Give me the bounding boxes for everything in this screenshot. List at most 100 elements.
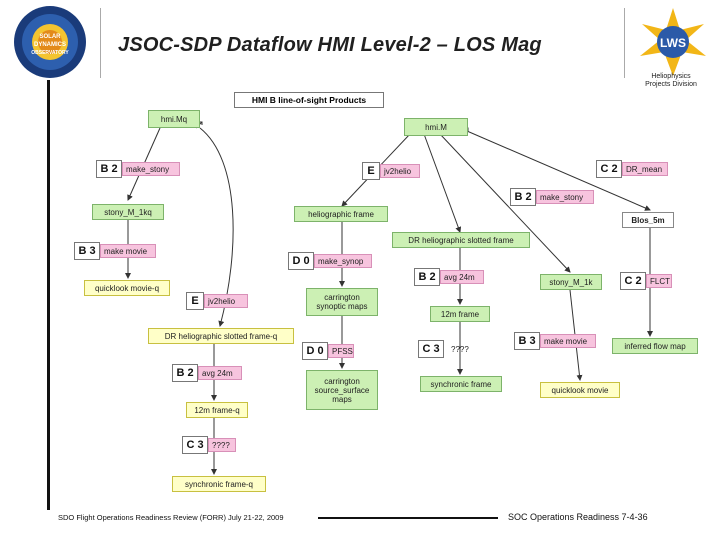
proc-flct-label: FLCT: [650, 276, 670, 286]
proc-make-movie-q: make movie: [100, 244, 156, 258]
arrow-m-stony: [439, 133, 571, 273]
proc-flct: FLCT: [646, 274, 672, 288]
node-stony-m-1kq-label: stony_M_1kq: [104, 207, 152, 217]
node-dr-slotted-q: DR heliographic slotted frame-q: [148, 328, 294, 344]
code-make-movie-text: B 3: [518, 335, 536, 347]
footer-rule: [318, 517, 498, 519]
node-heliographic-frame-label: heliographic frame: [308, 209, 374, 219]
node-12m-frame-q: 12m frame-q: [186, 402, 248, 418]
title-divider-right: [624, 8, 625, 78]
node-stony-m-1k-label: stony_M_1k: [549, 277, 593, 287]
code-flct: C 2: [620, 272, 646, 290]
code-jv2helio-q-text: E: [191, 295, 199, 307]
code-q4-q-text: C 3: [186, 439, 204, 451]
code-jv2helio-text: E: [367, 165, 375, 177]
logo-left-line-2: DYNAMICS: [34, 42, 66, 48]
proc-make-synop-label: make_synop: [318, 256, 364, 266]
node-synchronic-frame-label: synchronic frame: [430, 379, 492, 389]
code-dr-mean: C 2: [596, 160, 622, 178]
node-12m-frame: 12m frame: [430, 306, 490, 322]
arrow-m-blos: [459, 127, 651, 211]
proc-make-stony-label: make_stony: [540, 192, 584, 202]
proc-q4-q: ????: [208, 438, 236, 452]
code-avg24: B 2: [414, 268, 440, 286]
node-12m-frame-label: 12m frame: [440, 309, 480, 319]
code-dr-mean-text: C 2: [600, 163, 618, 175]
proc-pfss: PFSS: [328, 344, 354, 358]
code-make-movie: B 3: [514, 332, 540, 350]
node-carrington-synoptic-label: carrington synoptic maps: [316, 293, 368, 311]
node-synchronic-q-label: synchronic frame-q: [184, 479, 254, 489]
title-divider-left: [100, 8, 101, 78]
node-dr-slotted-q-label: DR heliographic slotted frame-q: [164, 331, 278, 341]
code-pfss-text: D 0: [306, 345, 324, 357]
logo-left-line-1: SOLAR: [40, 34, 62, 40]
proc-avg24: avg 24m: [440, 270, 484, 284]
node-quicklook-movie-q: quicklook movie-q: [84, 280, 170, 296]
proc-q4: ????: [448, 342, 476, 356]
node-hmi-mq-label: hmi.Mq: [160, 114, 188, 124]
code-make-stony-q: B 2: [96, 160, 122, 178]
left-rule: [47, 80, 50, 510]
node-stony-m-1k: stony_M_1k: [540, 274, 602, 290]
proc-avg24-q-label: avg 24m: [202, 368, 233, 378]
proc-make-stony-q: make_stony: [122, 162, 180, 176]
sdo-logo: SOLAR DYNAMICS OBSERVATORY: [6, 4, 94, 80]
lws-logo: LWS: [632, 6, 714, 78]
proc-q4-label: ????: [451, 344, 469, 354]
node-carrington-surface: carrington source_surface maps: [306, 370, 378, 410]
code-make-movie-q-text: B 3: [78, 245, 96, 257]
node-quicklook-movie-q-label: quicklook movie-q: [94, 283, 160, 293]
node-synchronic-frame: synchronic frame: [420, 376, 502, 392]
proc-make-stony: make_stony: [536, 190, 594, 204]
proc-dr-mean: DR_mean: [622, 162, 668, 176]
proc-jv2helio-label: jv2helio: [384, 166, 412, 176]
node-hmi-m-label: hmi.M: [425, 122, 447, 132]
code-q4-q: C 3: [182, 436, 208, 454]
code-pfss: D 0: [302, 342, 328, 360]
node-dr-slotted: DR heliographic slotted frame: [392, 232, 530, 248]
proc-pfss-label: PFSS: [332, 346, 353, 356]
code-avg24-q-text: B 2: [176, 367, 194, 379]
node-blos-5m-label: Blos_5m: [631, 215, 665, 225]
node-inferred-flow-label: inferred flow map: [624, 341, 686, 351]
node-carrington-synoptic: carrington synoptic maps: [306, 288, 378, 316]
node-hmi-m: hmi.M: [404, 118, 468, 136]
code-jv2helio-q: E: [186, 292, 204, 310]
node-stony-m-1kq: stony_M_1kq: [92, 204, 164, 220]
code-make-stony-text: B 2: [514, 191, 532, 203]
proc-jv2helio-q-label: jv2helio: [208, 296, 236, 306]
footer-left: SDO Flight Operations Readiness Review (…: [58, 513, 284, 522]
code-jv2helio: E: [362, 162, 380, 180]
proc-avg24-q: avg 24m: [198, 366, 242, 380]
division-label: Heliophysics Projects Division: [630, 73, 712, 89]
slide-title: JSOC-SDP Dataflow HMI Level-2 – LOS Mag: [118, 34, 542, 56]
proc-make-stony-q-label: make_stony: [126, 164, 170, 174]
node-dr-slotted-label: DR heliographic slotted frame: [408, 235, 514, 245]
node-inferred-flow: inferred flow map: [612, 338, 698, 354]
node-quicklook-movie-label: quicklook movie: [551, 385, 609, 395]
code-avg24-text: B 2: [418, 271, 436, 283]
proc-avg24-label: avg 24m: [444, 272, 475, 282]
code-make-synop: D 0: [288, 252, 314, 270]
code-q4: C 3: [418, 340, 444, 358]
node-heliographic-frame: heliographic frame: [294, 206, 388, 222]
code-make-movie-q: B 3: [74, 242, 100, 260]
division-text: Heliophysics Projects Division: [645, 73, 697, 88]
code-make-stony-q-text: B 2: [100, 163, 118, 175]
node-hmi-mq: hmi.Mq: [148, 110, 200, 128]
proc-jv2helio: jv2helio: [380, 164, 420, 178]
code-flct-text: C 2: [624, 275, 642, 287]
node-synchronic-q: synchronic frame-q: [172, 476, 266, 492]
diagram-header: HMI B line-of-sight Products: [234, 92, 384, 108]
code-q4-text: C 3: [422, 343, 440, 355]
node-12m-frame-q-label: 12m frame-q: [194, 405, 240, 415]
proc-make-movie-q-label: make movie: [104, 246, 148, 256]
node-blos-5m: Blos_5m: [622, 212, 674, 228]
proc-make-synop: make_synop: [314, 254, 372, 268]
proc-make-movie-label: make movie: [544, 336, 588, 346]
logo-left-line-3: OBSERVATORY: [31, 50, 69, 56]
proc-make-movie: make movie: [540, 334, 596, 348]
proc-jv2helio-q: jv2helio: [204, 294, 248, 308]
